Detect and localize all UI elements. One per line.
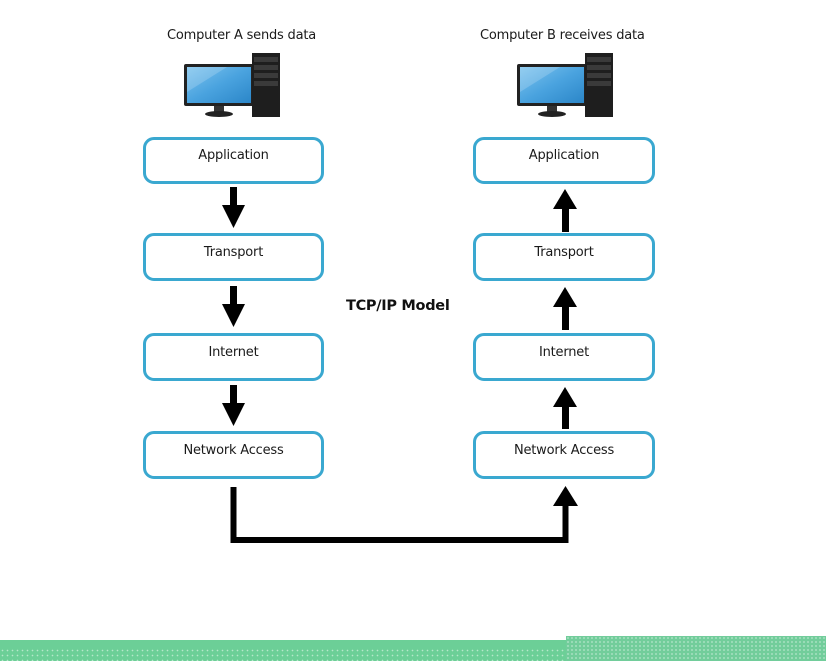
sender-label: Computer A sends data: [167, 28, 317, 43]
receiver-layer-application: Application: [473, 137, 655, 184]
down-arrow-icon: [222, 286, 245, 327]
footer-bar-texture: [0, 648, 566, 661]
up-arrow-icon: [553, 189, 577, 232]
connector-arrow-icon: [230, 486, 578, 543]
receiver-layer-network-access: Network Access: [473, 431, 655, 479]
down-arrow-icon: [222, 385, 245, 426]
diagram-title: TCP/IP Model: [346, 298, 450, 314]
computer-b-icon: [517, 53, 613, 117]
up-arrow-icon: [553, 287, 577, 330]
up-arrow-icon: [553, 387, 577, 429]
computer-a-icon: [184, 53, 280, 117]
down-arrow-icon: [222, 187, 245, 228]
receiver-layer-internet: Internet: [473, 333, 655, 381]
sender-layer-application: Application: [143, 137, 324, 184]
sender-layer-internet: Internet: [143, 333, 324, 381]
sender-layer-network-access: Network Access: [143, 431, 324, 479]
footer-bar-right: [566, 636, 826, 661]
sender-layer-transport: Transport: [143, 233, 324, 281]
receiver-layer-transport: Transport: [473, 233, 655, 281]
receiver-label: Computer B receives data: [480, 28, 645, 43]
